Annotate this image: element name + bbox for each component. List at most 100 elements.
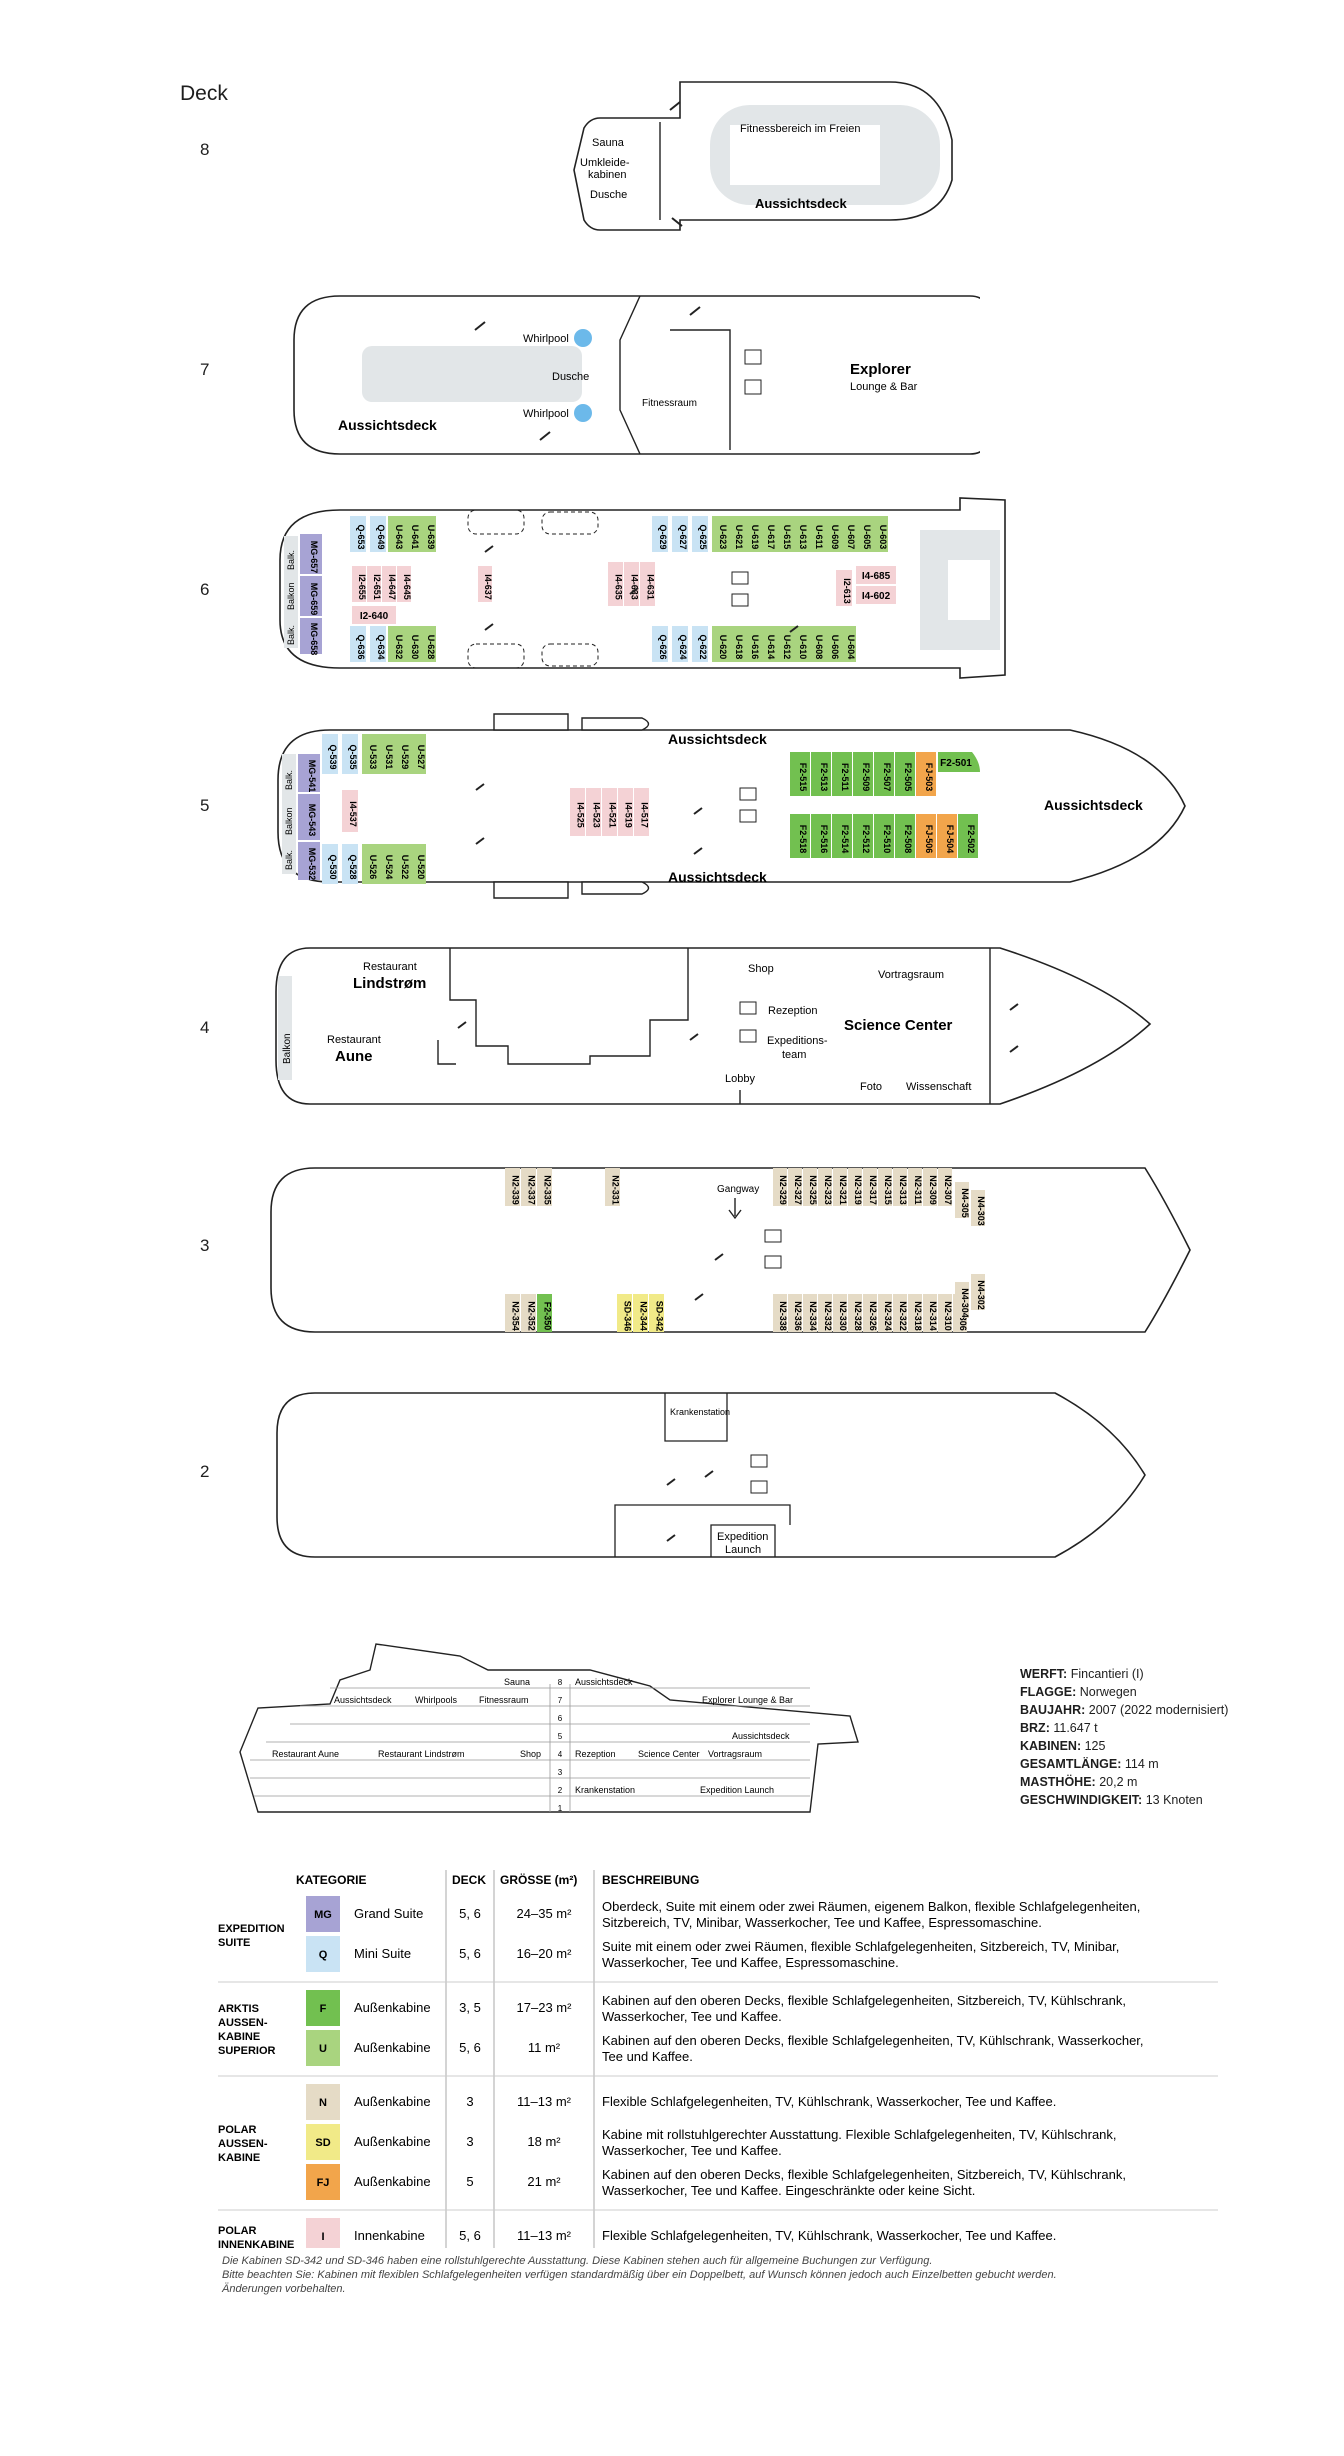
profile-deck-number: 8 <box>558 1678 563 1687</box>
deck-4-restaurant-1: Restaurant <box>363 961 417 973</box>
gangway-arrow-icon <box>728 1198 742 1220</box>
cabin-mg: MG-658 <box>300 618 322 655</box>
cabin-n: N2-323 <box>818 1168 833 1206</box>
cabin-mg: MG-659 <box>300 576 322 616</box>
cabin-top: U-533 <box>362 734 378 774</box>
profile-reception: Rezeption <box>575 1749 616 1759</box>
spec-row: BAUJAHR: 2007 (2022 modernisiert) <box>1020 1703 1229 1717</box>
deck-7-observation: Aussichtsdeck <box>338 417 437 433</box>
svg-text:21 m²: 21 m² <box>527 2174 561 2189</box>
cabin-n: N2-335 <box>537 1168 553 1206</box>
cabin-n: N2-313 <box>893 1168 908 1206</box>
balcony-label: Balk. <box>284 850 294 870</box>
svg-text:U-618: U-618 <box>734 635 744 660</box>
svg-text:N2-332: N2-332 <box>823 1301 833 1331</box>
svg-text:U-614: U-614 <box>766 635 776 660</box>
svg-text:U-617: U-617 <box>766 525 776 550</box>
cabin-inner: I4-633 <box>624 562 640 606</box>
svg-text:Flexible Schlafgelegenheiten,: Flexible Schlafgelegenheiten, TV, Kühlsc… <box>602 2094 1056 2109</box>
cabin-f2-501: F2-501 <box>938 752 980 772</box>
deck-8-shower: Dusche <box>590 189 627 201</box>
svg-text:I: I <box>321 2231 324 2243</box>
svg-text:POLAR: POLAR <box>218 2225 257 2237</box>
cabin-n: N2-318 <box>908 1294 923 1332</box>
cabin-inner: I4-525 <box>570 788 586 836</box>
svg-text:F2-505: F2-505 <box>903 763 913 792</box>
deck-4-lobby: Lobby <box>725 1073 755 1085</box>
cabin-top: U-607 <box>840 516 856 552</box>
svg-text:Kabinen auf den oberen Decks,: Kabinen auf den oberen Decks, flexible S… <box>602 2167 1126 2182</box>
cabin-inner: I4-602 <box>856 586 896 604</box>
svg-text:N4-304: N4-304 <box>960 1288 970 1318</box>
cabin-inner: I4-645 <box>397 566 412 602</box>
svg-text:I4-519: I4-519 <box>624 802 634 828</box>
cabin-bottom: U-628 <box>420 626 436 662</box>
profile-deck-number: 6 <box>558 1714 563 1723</box>
svg-text:FJ: FJ <box>317 2177 330 2189</box>
deck-2-plan: Krankenstation Expedition Launch <box>276 1392 1146 1558</box>
svg-text:F2-508: F2-508 <box>903 825 913 854</box>
svg-text:Suite mit einem oder zwei Räum: Suite mit einem oder zwei Räumen, flexib… <box>602 1939 1119 1954</box>
cabin-n: N4-302 <box>971 1274 986 1310</box>
svg-text:Tee und Kaffee.: Tee und Kaffee. <box>602 2049 693 2064</box>
cabin-n: N2-338 <box>773 1294 788 1332</box>
cabin-n: N2-309 <box>923 1168 938 1206</box>
cabin-top: U-603 <box>872 516 888 552</box>
svg-text:U-628: U-628 <box>426 635 436 660</box>
balcony-label: Balk. <box>286 625 296 645</box>
cabin-inner: I4-685 <box>856 566 896 584</box>
elevator-icon <box>750 1480 768 1494</box>
cabin-inner: I2-640 <box>352 606 396 624</box>
svg-text:KABINE: KABINE <box>218 2031 260 2043</box>
cabin-bottom: Q-636 <box>350 626 366 662</box>
svg-text:F2-518: F2-518 <box>798 825 808 854</box>
svg-text:I2-655: I2-655 <box>357 574 367 600</box>
deck-3-gangway: Gangway <box>717 1184 759 1195</box>
cabin-forward: FJ-503 <box>916 752 936 796</box>
svg-text:N2-352: N2-352 <box>527 1301 537 1331</box>
svg-text:N2-314: N2-314 <box>928 1301 938 1331</box>
deck-7-fitness: Fitnessraum <box>642 398 697 409</box>
balcony-label: Balk. <box>284 770 294 790</box>
svg-text:I2-613: I2-613 <box>842 578 852 604</box>
deck-4-expedition-1: Expeditions- <box>767 1035 828 1047</box>
svg-text:N2-315: N2-315 <box>883 1175 893 1205</box>
cabin-forward: F2-514 <box>832 814 852 858</box>
cabin-top: U-531 <box>378 734 394 774</box>
svg-text:N2-330: N2-330 <box>838 1301 848 1331</box>
svg-text:MG-541: MG-541 <box>307 760 317 793</box>
svg-text:Sitzbereich, TV, Minibar, Wass: Sitzbereich, TV, Minibar, Wasserkocher, … <box>602 1915 1042 1930</box>
svg-text:5, 6: 5, 6 <box>459 1946 481 1961</box>
svg-text:U-606: U-606 <box>830 635 840 660</box>
svg-text:F2-507: F2-507 <box>882 763 892 792</box>
elevator-icon <box>744 349 762 365</box>
svg-text:Außenkabine: Außenkabine <box>354 2000 431 2015</box>
cabin-n: N4-304 <box>955 1282 970 1318</box>
cabin-top: Q-535 <box>342 734 358 774</box>
svg-text:Innenkabine: Innenkabine <box>354 2228 425 2243</box>
deck-number-6: 6 <box>200 580 210 599</box>
cabin-inner: I4-521 <box>602 788 618 836</box>
svg-text:Wasserkocher, Tee und Kaffee.: Wasserkocher, Tee und Kaffee. <box>602 2143 782 2158</box>
cabin-bottom: U-526 <box>362 844 378 884</box>
svg-text:U-524: U-524 <box>384 855 394 880</box>
cabin-n: N2-336 <box>788 1294 803 1332</box>
cabin-n: N2-310 <box>938 1294 953 1332</box>
svg-text:N2-328: N2-328 <box>853 1301 863 1331</box>
deck-4-aune: Aune <box>335 1048 373 1065</box>
svg-text:N2-354: N2-354 <box>511 1301 521 1331</box>
svg-text:24–35 m²: 24–35 m² <box>517 1906 573 1921</box>
cabin-bottom: U-618 <box>728 626 744 662</box>
spec-row: GESAMTLÄNGE: 114 m <box>1020 1757 1159 1771</box>
cabin-n: N2-321 <box>833 1168 848 1206</box>
svg-text:Q-528: Q-528 <box>348 854 358 879</box>
svg-text:U-620: U-620 <box>718 635 728 660</box>
deck-8-changing-2: kabinen <box>588 169 627 181</box>
profile-launch: Expedition Launch <box>700 1785 774 1795</box>
cabin-top: U-529 <box>394 734 410 774</box>
svg-text:Q-634: Q-634 <box>376 634 386 659</box>
